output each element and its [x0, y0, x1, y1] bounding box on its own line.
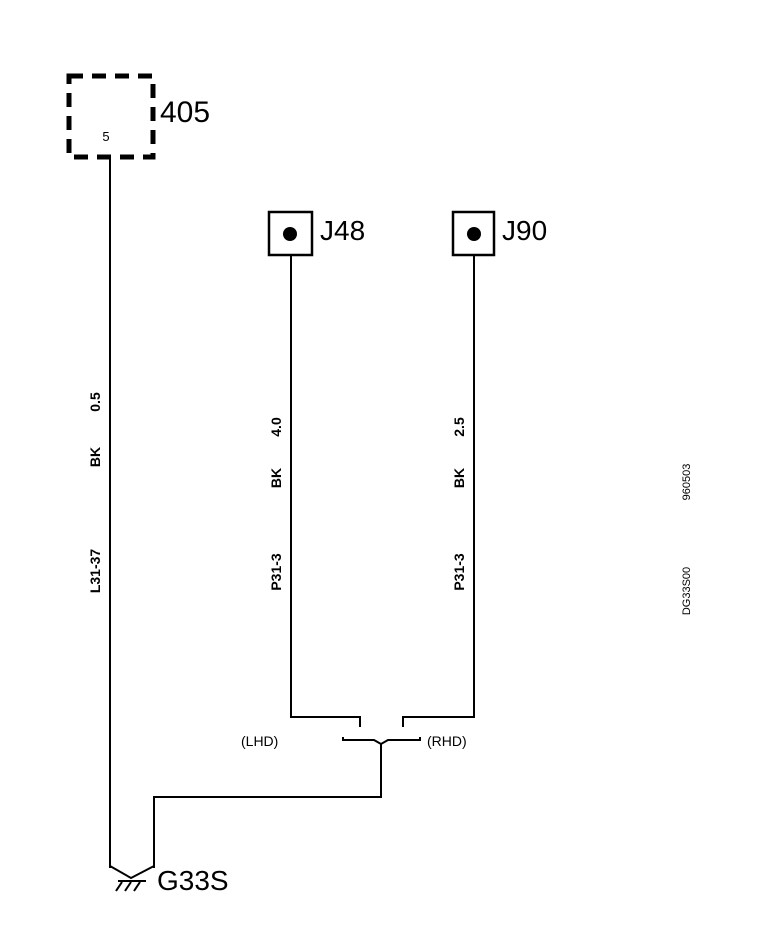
- wire-405-color-label: BK: [87, 447, 103, 467]
- wire-405-size-label: 0.5: [87, 392, 103, 412]
- ground-label: G33S: [157, 865, 229, 896]
- wire-405-to-ground: 0.5 BK L31-37: [87, 157, 111, 868]
- lhd-label: (LHD): [241, 733, 278, 749]
- sheet-date: 960503: [681, 464, 693, 501]
- component-405-label: 405: [160, 96, 210, 129]
- connector-j90-terminal-dot: [467, 227, 481, 241]
- wire-j48-line: [290, 255, 361, 727]
- connector-j90-label: J90: [502, 215, 547, 246]
- component-405-pin-label: 5: [102, 129, 109, 144]
- wire-j48: 4.0 BK P31-3: [268, 255, 361, 727]
- component-405: 5 405: [66, 73, 210, 160]
- wire-405-circuit-label: L31-37: [87, 549, 103, 594]
- ground-icon: [115, 881, 141, 892]
- wire-j90: 2.5 BK P31-3: [402, 255, 475, 727]
- connector-j90: J90: [451, 210, 547, 257]
- wire-j90-line: [402, 255, 475, 727]
- wire-j90-color-label: BK: [451, 468, 467, 488]
- component-405-dashed-box: [66, 73, 156, 160]
- lhd-rhd-option-brace: (LHD) (RHD): [241, 733, 467, 749]
- ground-g33s: G33S: [109, 865, 229, 896]
- wire-j90-size-label: 2.5: [451, 417, 467, 437]
- wire-j48-color-label: BK: [268, 468, 284, 488]
- ground-junction-v: [109, 865, 155, 880]
- wire-j48-circuit-label: P31-3: [268, 553, 284, 591]
- connector-j48-terminal-dot: [283, 227, 297, 241]
- wire-j90-circuit-label: P31-3: [451, 553, 467, 591]
- wire-j48-size-label: 4.0: [268, 417, 284, 437]
- connector-j48: J48: [267, 210, 365, 257]
- connector-j48-label: J48: [320, 215, 365, 246]
- rhd-label: (RHD): [427, 733, 467, 749]
- wire-option-to-ground: [153, 744, 382, 868]
- option-brace-line: [342, 737, 421, 746]
- sheet-drawing-id: DG33S00: [681, 567, 693, 615]
